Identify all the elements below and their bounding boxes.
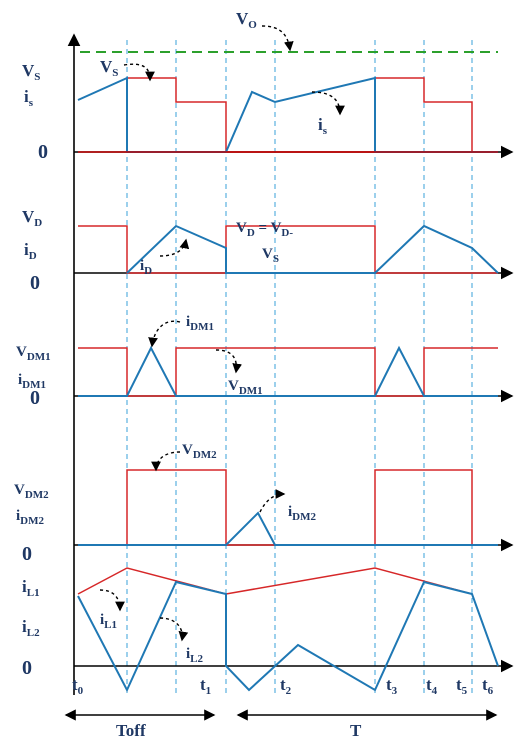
time-label-t5: t5	[456, 675, 468, 697]
panel3-ylabel-i: iDM1	[18, 372, 46, 391]
annotation-arrows	[99, 25, 345, 642]
time-guides	[126, 40, 473, 695]
arrow-id	[159, 238, 190, 257]
toff-label: Toff	[116, 721, 146, 740]
panel2-ylabel-i: iD	[24, 240, 37, 262]
vdm2-label: VDM2	[182, 442, 217, 461]
time-label-t2: t2	[280, 675, 292, 697]
vs-waveform	[126, 77, 473, 153]
time-label-t3: t3	[386, 675, 398, 697]
il2-waveform	[77, 580, 499, 693]
arrow-il1	[99, 589, 125, 612]
panel1-ylabel-i: is	[24, 87, 34, 109]
idm1-waveform	[78, 345, 498, 397]
il2-label: iL2	[186, 646, 204, 665]
arrow-idm2	[259, 489, 286, 513]
panel1-ylabel-v: VS	[22, 61, 40, 83]
panel4-zero: 0	[22, 543, 32, 565]
panel1-zero: 0	[38, 141, 48, 163]
arrow-is	[311, 91, 345, 116]
vo-label: VO	[236, 9, 257, 31]
time-label-t1: t1	[200, 675, 211, 697]
arrow-vdm2	[151, 451, 181, 472]
t-label: T	[350, 721, 362, 740]
time-label-t6: t6	[482, 675, 494, 697]
is-waveform	[77, 76, 498, 153]
panel3-zero: 0	[30, 387, 40, 409]
vdm1-label: VDM1	[228, 378, 263, 397]
panel3-ylabel-v: VDM1	[16, 344, 51, 363]
id-label: iD	[140, 258, 152, 277]
panel4-ylabel-i: iDM2	[16, 508, 44, 527]
panel5-zero: 0	[22, 657, 32, 679]
panel5-ylabel-il1: iL1	[22, 577, 40, 599]
vdm1-waveform	[78, 347, 498, 397]
idm2-label: iDM2	[288, 504, 316, 523]
arrow-vdm1	[215, 349, 243, 374]
arrow-vo	[261, 25, 294, 52]
arrow-vs	[123, 63, 155, 82]
panel2-zero: 0	[30, 272, 40, 294]
arrow-il2	[159, 617, 189, 642]
panel5-ylabel-il2: iL2	[22, 617, 40, 639]
idm1-label: iDM1	[186, 314, 214, 333]
time-label-t0: t0	[72, 675, 84, 697]
panel4-ylabel-v: VDM2	[14, 482, 49, 501]
is-label: is	[318, 115, 328, 137]
arrow-idm1	[148, 320, 181, 348]
time-label-t4: t4	[426, 675, 438, 697]
panel2-ylabel-v: VD	[22, 207, 42, 229]
vs-label: VS	[100, 57, 118, 79]
vd-expression-line2: VS	[262, 246, 279, 265]
il1-label: iL1	[100, 612, 117, 631]
vd-expression-line1: VD = VD-	[236, 220, 293, 239]
id-waveform	[126, 224, 499, 274]
idm2-waveform	[78, 511, 498, 546]
